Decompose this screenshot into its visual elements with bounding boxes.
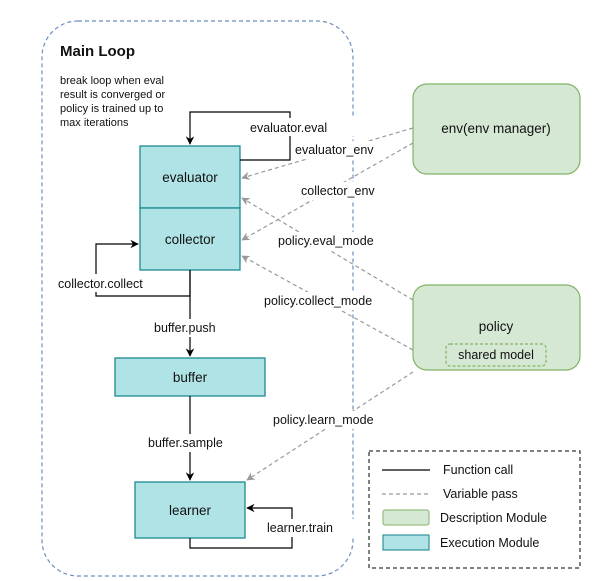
legend-variable-pass-label: Variable pass [443,487,518,501]
env-module[interactable] [412,83,581,175]
legend-execution-swatch [382,534,430,551]
learner-module-label: learner [169,503,212,518]
label-evaluator-env: evaluator_env [295,143,374,157]
label-buffer-push: buffer.push [154,321,216,335]
main-loop-container [41,20,354,577]
policy-module-label: policy [479,319,514,334]
label-buffer-sample: buffer.sample [148,436,223,450]
collector-module-label: collector [165,232,216,247]
shared-model-box[interactable] [445,343,547,367]
shared-model-label: shared model [458,348,534,362]
edge-evaluator-eval [185,111,291,161]
buffer-module-label: buffer [173,370,208,385]
main-loop-note: break loop when eval result is converged… [60,75,168,129]
legend-execution-label: Execution Module [440,536,539,550]
label-collector-collect: collector.collect [58,277,143,291]
label-policy-collect-mode: policy.collect_mode [264,294,372,308]
legend-description-label: Description Module [440,511,547,525]
edge-learner-train [189,503,293,549]
legend-function-call-label: Function call [443,463,513,477]
label-policy-eval-mode: policy.eval_mode [278,234,374,248]
evaluator-module-label: evaluator [162,170,218,185]
edge-policy-collect-mode [241,255,414,351]
main-loop-title: Main Loop [60,43,135,60]
label-learner-train: learner.train [267,521,333,535]
evaluator-module[interactable] [139,145,241,209]
label-evaluator-eval: evaluator.eval [250,121,327,135]
label-policy-learn-mode: policy.learn_mode [273,413,374,427]
legend-description-swatch [382,509,430,526]
env-module-label: env(env manager) [441,121,551,136]
edge-evaluator-env [241,127,414,180]
label-collector-env: collector_env [301,184,375,198]
